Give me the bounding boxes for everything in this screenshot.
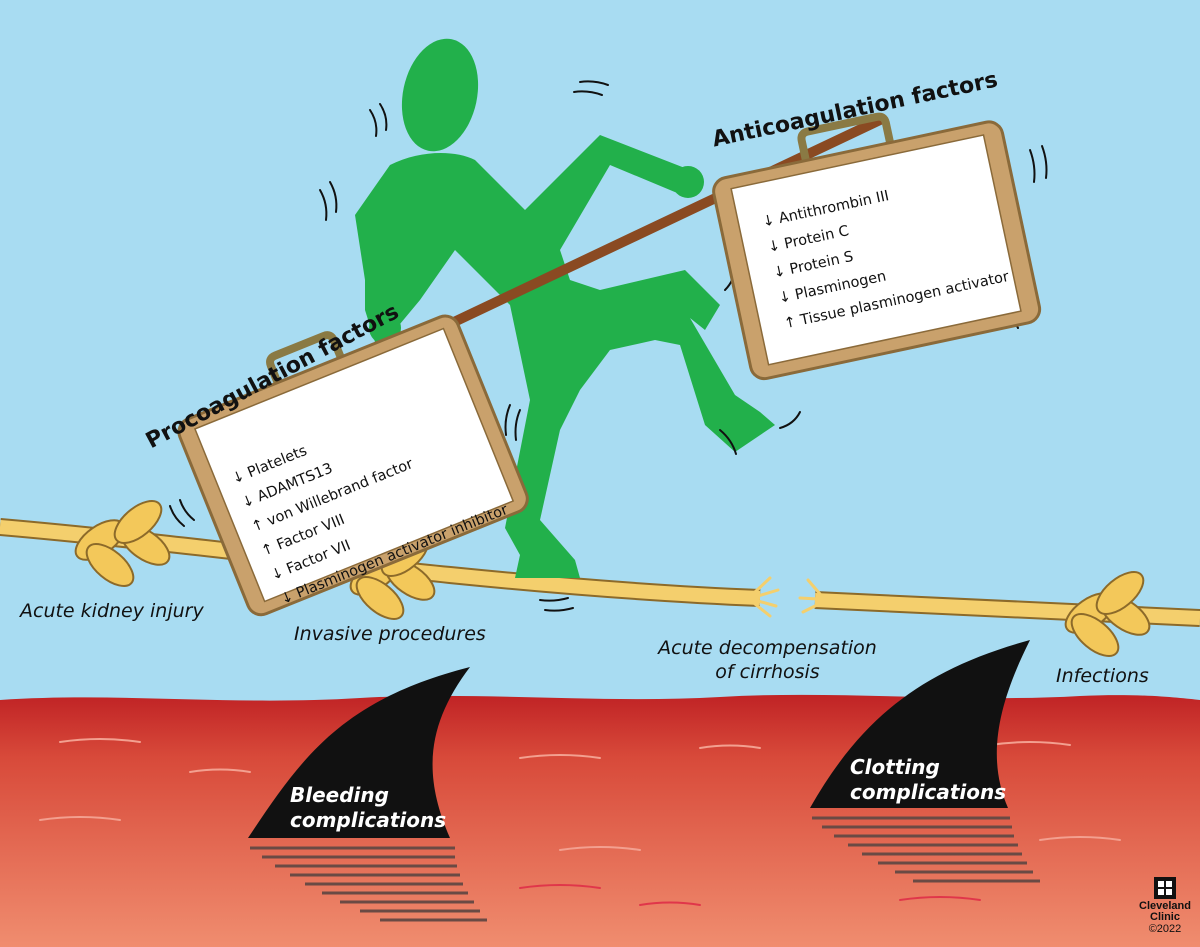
- clotting-shark-fin: [810, 640, 1040, 883]
- bleeding-shark-fin: [248, 667, 487, 922]
- bleeding-line1: Bleeding: [290, 783, 389, 807]
- cleveland-clinic-logo: Cleveland Clinic ©2022: [1135, 877, 1195, 936]
- copyright-year: ©2022: [1148, 923, 1182, 935]
- clotting-line2: complications: [850, 780, 1007, 804]
- sea-ripples-red: [519, 884, 981, 906]
- knot-left: [74, 500, 171, 587]
- logo-line1: Cleveland: [1139, 900, 1191, 912]
- figure-right-hand: [672, 166, 704, 198]
- acute-decompensation-label: Acute decompensation of cirrhosis: [650, 636, 885, 684]
- acute-kidney-injury-label: Acute kidney injury: [20, 600, 204, 622]
- bleeding-line2: complications: [290, 808, 447, 832]
- down-arrow-icon: ↓: [766, 237, 782, 256]
- infections-label: Infections: [1056, 665, 1149, 687]
- balancing-figure: [355, 38, 775, 578]
- acute-decompensation-line1: Acute decompensation: [658, 637, 877, 659]
- sea-ripples: [39, 738, 1121, 851]
- logo-line2: Clinic: [1150, 911, 1180, 923]
- invasive-procedures-label: Invasive procedures: [294, 623, 486, 645]
- acute-decompensation-line2: of cirrhosis: [715, 661, 820, 683]
- anticoagulation-suitcase: [712, 112, 1042, 381]
- sea: [0, 694, 1200, 947]
- clotting-complications-label: Clotting complications: [850, 755, 1006, 805]
- clotting-line1: Clotting: [850, 755, 940, 779]
- bleeding-complications-label: Bleeding complications: [290, 783, 446, 833]
- up-arrow-icon: ↑: [782, 314, 798, 333]
- down-arrow-icon: ↓: [771, 263, 788, 282]
- figure-head: [401, 38, 479, 152]
- down-arrow-icon: ↓: [777, 288, 793, 307]
- figure-body: [355, 135, 775, 578]
- down-arrow-icon: ↓: [761, 212, 777, 231]
- procoagulation-suitcase: [177, 314, 529, 617]
- knot-right: [1064, 571, 1151, 657]
- cleveland-clinic-logo-icon: [1154, 877, 1176, 899]
